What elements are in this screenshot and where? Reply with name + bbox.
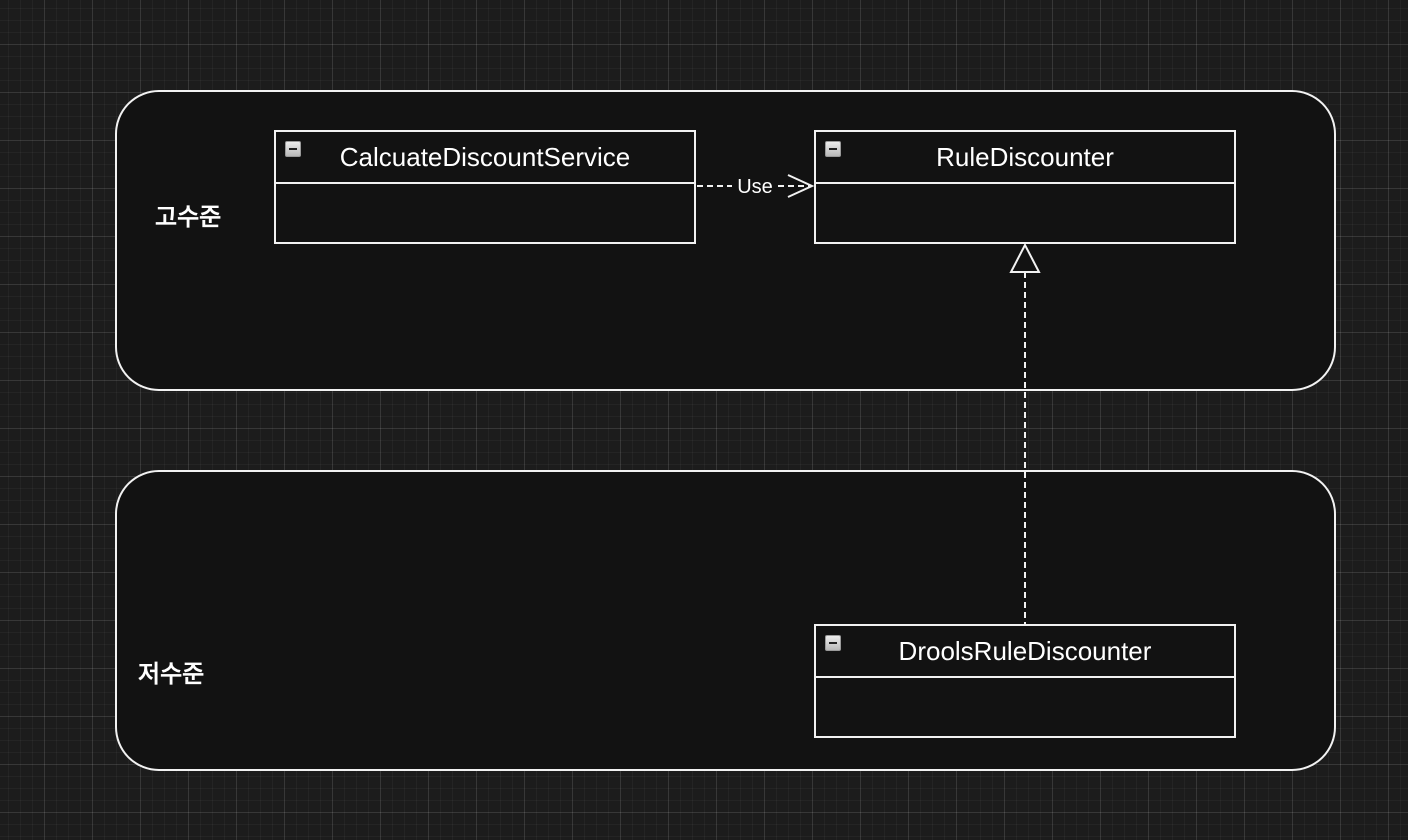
class-header: DroolsRuleDiscounter bbox=[816, 626, 1234, 678]
collapse-minus-icon[interactable] bbox=[285, 141, 301, 157]
rule-discounter-class[interactable]: RuleDiscounter bbox=[814, 130, 1236, 244]
low-level-label: 저수준 bbox=[138, 660, 205, 688]
class-body[interactable] bbox=[816, 678, 1234, 736]
class-name: CalcuateDiscountService bbox=[339, 141, 631, 172]
class-name: RuleDiscounter bbox=[936, 141, 1114, 172]
class-body[interactable] bbox=[276, 184, 694, 242]
collapse-minus-icon[interactable] bbox=[825, 635, 841, 651]
class-name: DroolsRuleDiscounter bbox=[898, 635, 1152, 666]
drools-rule-discounter-class[interactable]: DroolsRuleDiscounter bbox=[814, 624, 1236, 738]
class-header: CalcuateDiscountService bbox=[276, 132, 694, 184]
class-body[interactable] bbox=[816, 184, 1234, 242]
calculate-discount-service-class[interactable]: CalcuateDiscountService bbox=[274, 130, 696, 244]
class-header: RuleDiscounter bbox=[816, 132, 1234, 184]
collapse-minus-icon[interactable] bbox=[825, 141, 841, 157]
high-level-label: 고수준 bbox=[155, 203, 222, 231]
